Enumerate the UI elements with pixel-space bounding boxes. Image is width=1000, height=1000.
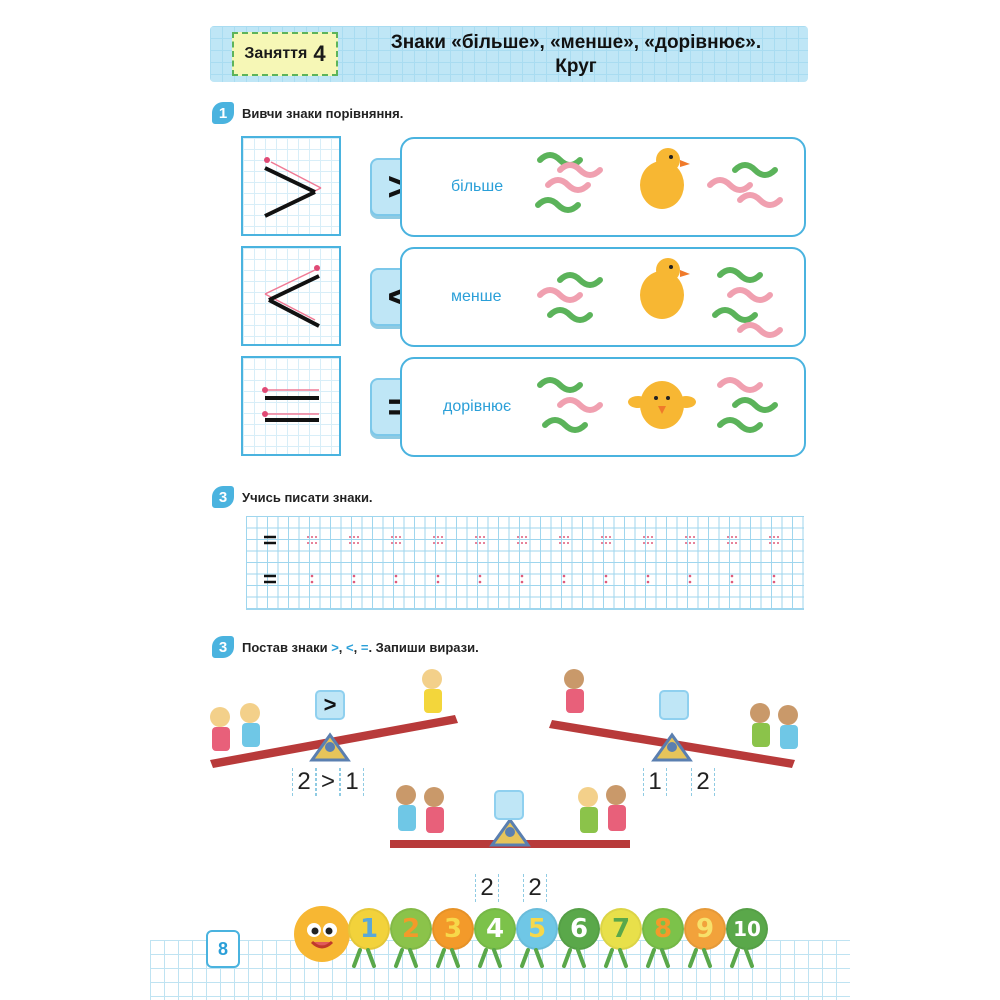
caterpillar-segment-8: 8 bbox=[642, 908, 684, 950]
lesson-title-line2: Круг bbox=[555, 56, 597, 77]
caterpillar-legs-icon bbox=[352, 948, 754, 968]
stroke-box-greater bbox=[241, 136, 341, 236]
caterpillar-segment-2: 2 bbox=[390, 908, 432, 950]
lesson-title: Знаки «більше», «менше», «дорівнює». Кру… bbox=[346, 31, 806, 79]
caterpillar-body: 1 2 3 4 5 6 7 8 9 10 bbox=[348, 908, 768, 950]
caterpillar-segment-5: 5 bbox=[516, 908, 558, 950]
task-3-comma-2: , bbox=[353, 640, 361, 655]
task-1-badge: 1 bbox=[212, 102, 234, 124]
seesaw-3-answer-box[interactable] bbox=[494, 790, 524, 820]
task-3-sign-lt: < bbox=[346, 640, 354, 655]
task-3-comma-1: , bbox=[338, 640, 347, 655]
caterpillar-face-icon bbox=[307, 923, 337, 949]
lesson-number: 4 bbox=[313, 41, 326, 66]
seesaw-2-answer-box[interactable] bbox=[659, 690, 689, 720]
writing-practice-guides bbox=[264, 535, 779, 584]
caterpillar-head-icon bbox=[294, 906, 350, 962]
worms-and-chicks-illustration bbox=[535, 148, 783, 433]
stroke-box-equal bbox=[241, 356, 341, 456]
task-3-sign-eq: = bbox=[360, 640, 369, 655]
stroke-box-less bbox=[241, 246, 341, 346]
seesaw-1-sign: > bbox=[316, 768, 340, 796]
caterpillar-segment-1: 1 bbox=[348, 908, 390, 950]
task-2-badge: 3 bbox=[212, 486, 234, 508]
caterpillar-segment-4: 4 bbox=[474, 908, 516, 950]
word-equal: дорівнює bbox=[443, 398, 512, 415]
seesaw-illustration bbox=[210, 669, 798, 848]
equal-stroke-guide-icon bbox=[262, 387, 319, 422]
task-2-instruction: Учись писати знаки. bbox=[242, 490, 373, 505]
seesaw-1-answer-box[interactable]: > bbox=[315, 690, 345, 720]
less-stroke-guide-icon bbox=[264, 265, 320, 328]
greater-stroke-guide-icon bbox=[264, 157, 322, 218]
seesaw-1-left-number: 2 bbox=[292, 768, 316, 796]
writing-practice-grid[interactable] bbox=[246, 516, 804, 610]
caterpillar-segment-9: 9 bbox=[684, 908, 726, 950]
task-3-sign-gt: > bbox=[331, 640, 339, 655]
caterpillar-segment-3: 3 bbox=[432, 908, 474, 950]
row-panel-equal bbox=[400, 357, 806, 457]
task-3-instruction-end: . Запиши вирази. bbox=[368, 640, 479, 655]
caterpillar-segment-7: 7 bbox=[600, 908, 642, 950]
seesaw-1-right-number: 1 bbox=[340, 768, 364, 796]
task-1-instruction: Вивчи знаки порівняння. bbox=[242, 106, 404, 121]
caterpillar-segment-10: 10 bbox=[726, 908, 768, 950]
task-3-badge: 3 bbox=[212, 636, 234, 658]
bottom-grid-decoration bbox=[150, 940, 850, 1000]
word-less: менше bbox=[451, 288, 502, 305]
seesaw-3-right-number: 2 bbox=[523, 874, 547, 902]
task-3-instruction-start: Постав знаки bbox=[242, 640, 332, 655]
lesson-tag: Заняття 4 bbox=[232, 32, 338, 76]
seesaw-1-expression: 2>1 bbox=[292, 768, 364, 796]
word-greater: більше bbox=[451, 178, 504, 195]
task-3-instruction: Постав знаки >, <, =. Запиши вирази. bbox=[242, 640, 479, 655]
lesson-title-line1: Знаки «більше», «менше», «дорівнює». bbox=[390, 32, 762, 53]
seesaw-2-right-number: 2 bbox=[691, 768, 715, 796]
lesson-label: Заняття bbox=[244, 45, 308, 62]
seesaw-2-left-number: 1 bbox=[643, 768, 667, 796]
page-number: 8 bbox=[206, 930, 240, 968]
caterpillar-segment-6: 6 bbox=[558, 908, 600, 950]
seesaw-3-left-number: 2 bbox=[475, 874, 499, 902]
